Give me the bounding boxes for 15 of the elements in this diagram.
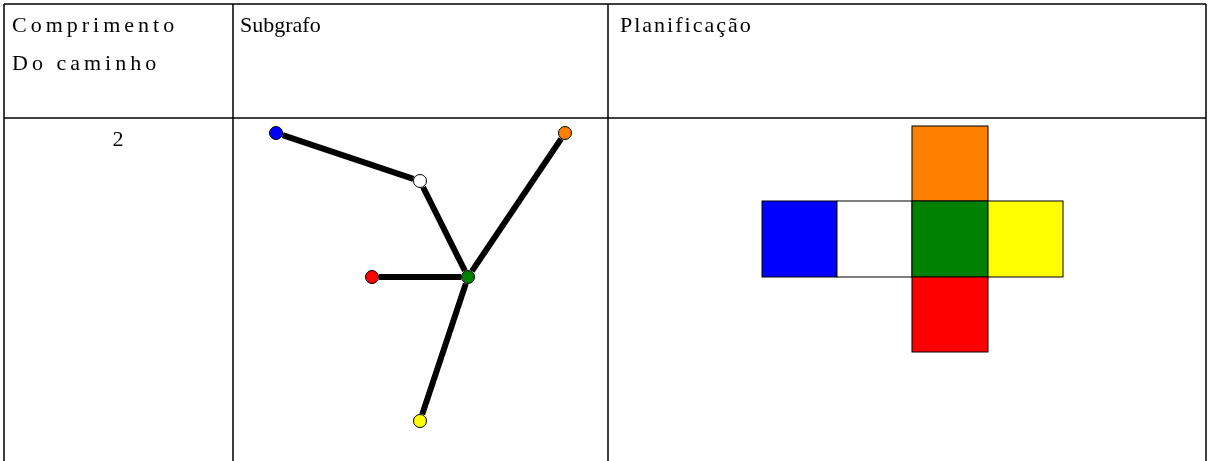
- vertex-dot: [413, 174, 427, 188]
- header-cell-text: Planificação: [620, 11, 754, 39]
- header-cell-text: Comprimento Do caminho: [12, 11, 180, 77]
- graph-edge: [379, 274, 461, 280]
- vertex-dot: [413, 414, 427, 428]
- path-length-value: 2: [111, 125, 125, 153]
- vertex-dot: [461, 270, 475, 284]
- graph-edge: [469, 137, 564, 273]
- graph-edge: [419, 282, 469, 416]
- vertex-dot: [365, 270, 379, 284]
- vertex-dot: [269, 126, 283, 140]
- graph-edge: [420, 185, 468, 273]
- vertex-dot: [558, 126, 572, 140]
- graph-edge: [281, 132, 415, 182]
- header-cell-text: Subgrafo: [240, 11, 322, 39]
